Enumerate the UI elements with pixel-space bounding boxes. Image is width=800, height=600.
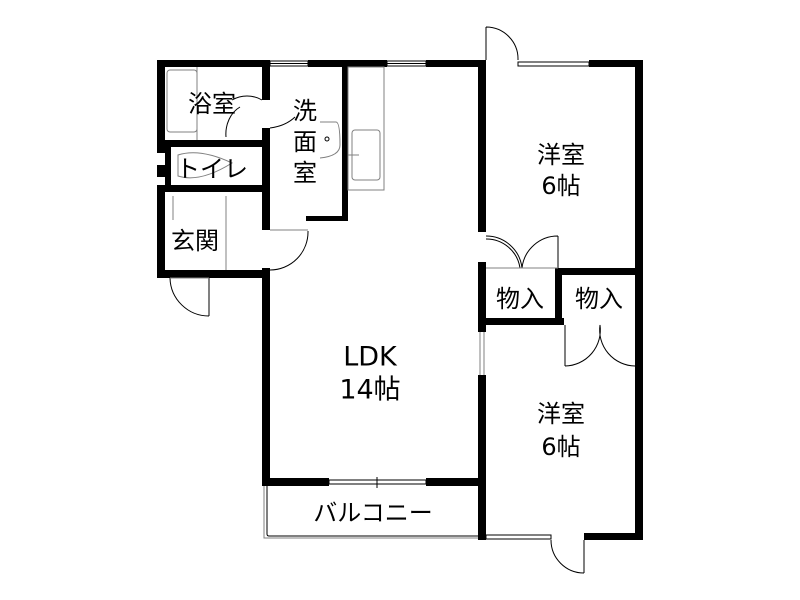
toilet-label: トイレ (176, 155, 248, 183)
western-room-1-size: 6帖 (541, 172, 580, 200)
washroom-label-2: 面 (293, 128, 317, 156)
balcony-label: バルコニー (313, 499, 433, 527)
walls (157, 60, 643, 540)
storage-1-label: 物入 (496, 285, 544, 313)
bath-label: 浴室 (188, 90, 236, 118)
washroom-label-3: 室 (293, 159, 317, 187)
western-room-2-label: 洋室 (537, 400, 585, 428)
western-room-1-label: 洋室 (537, 141, 585, 169)
balcony-outline (263, 486, 486, 539)
washroom-label-1: 洗 (293, 97, 317, 125)
ldk-size: 14帖 (339, 375, 400, 406)
windows (269, 60, 590, 540)
ldk-label: LDK (343, 342, 398, 373)
toilet-bowl-icon (177, 152, 234, 179)
room-labels: 浴室 洗 面 室 トイレ 玄関 LDK 14帖 洋室 6帖 物入 物入 洋室 6… (171, 90, 623, 527)
kitchen-counter (347, 66, 385, 191)
entrance-label: 玄関 (171, 227, 219, 255)
wash-basin-icon (319, 121, 341, 159)
fixtures (166, 66, 385, 270)
storage-2-label: 物入 (575, 285, 623, 313)
doors (169, 26, 636, 574)
western-room-2-size: 6帖 (541, 433, 580, 461)
